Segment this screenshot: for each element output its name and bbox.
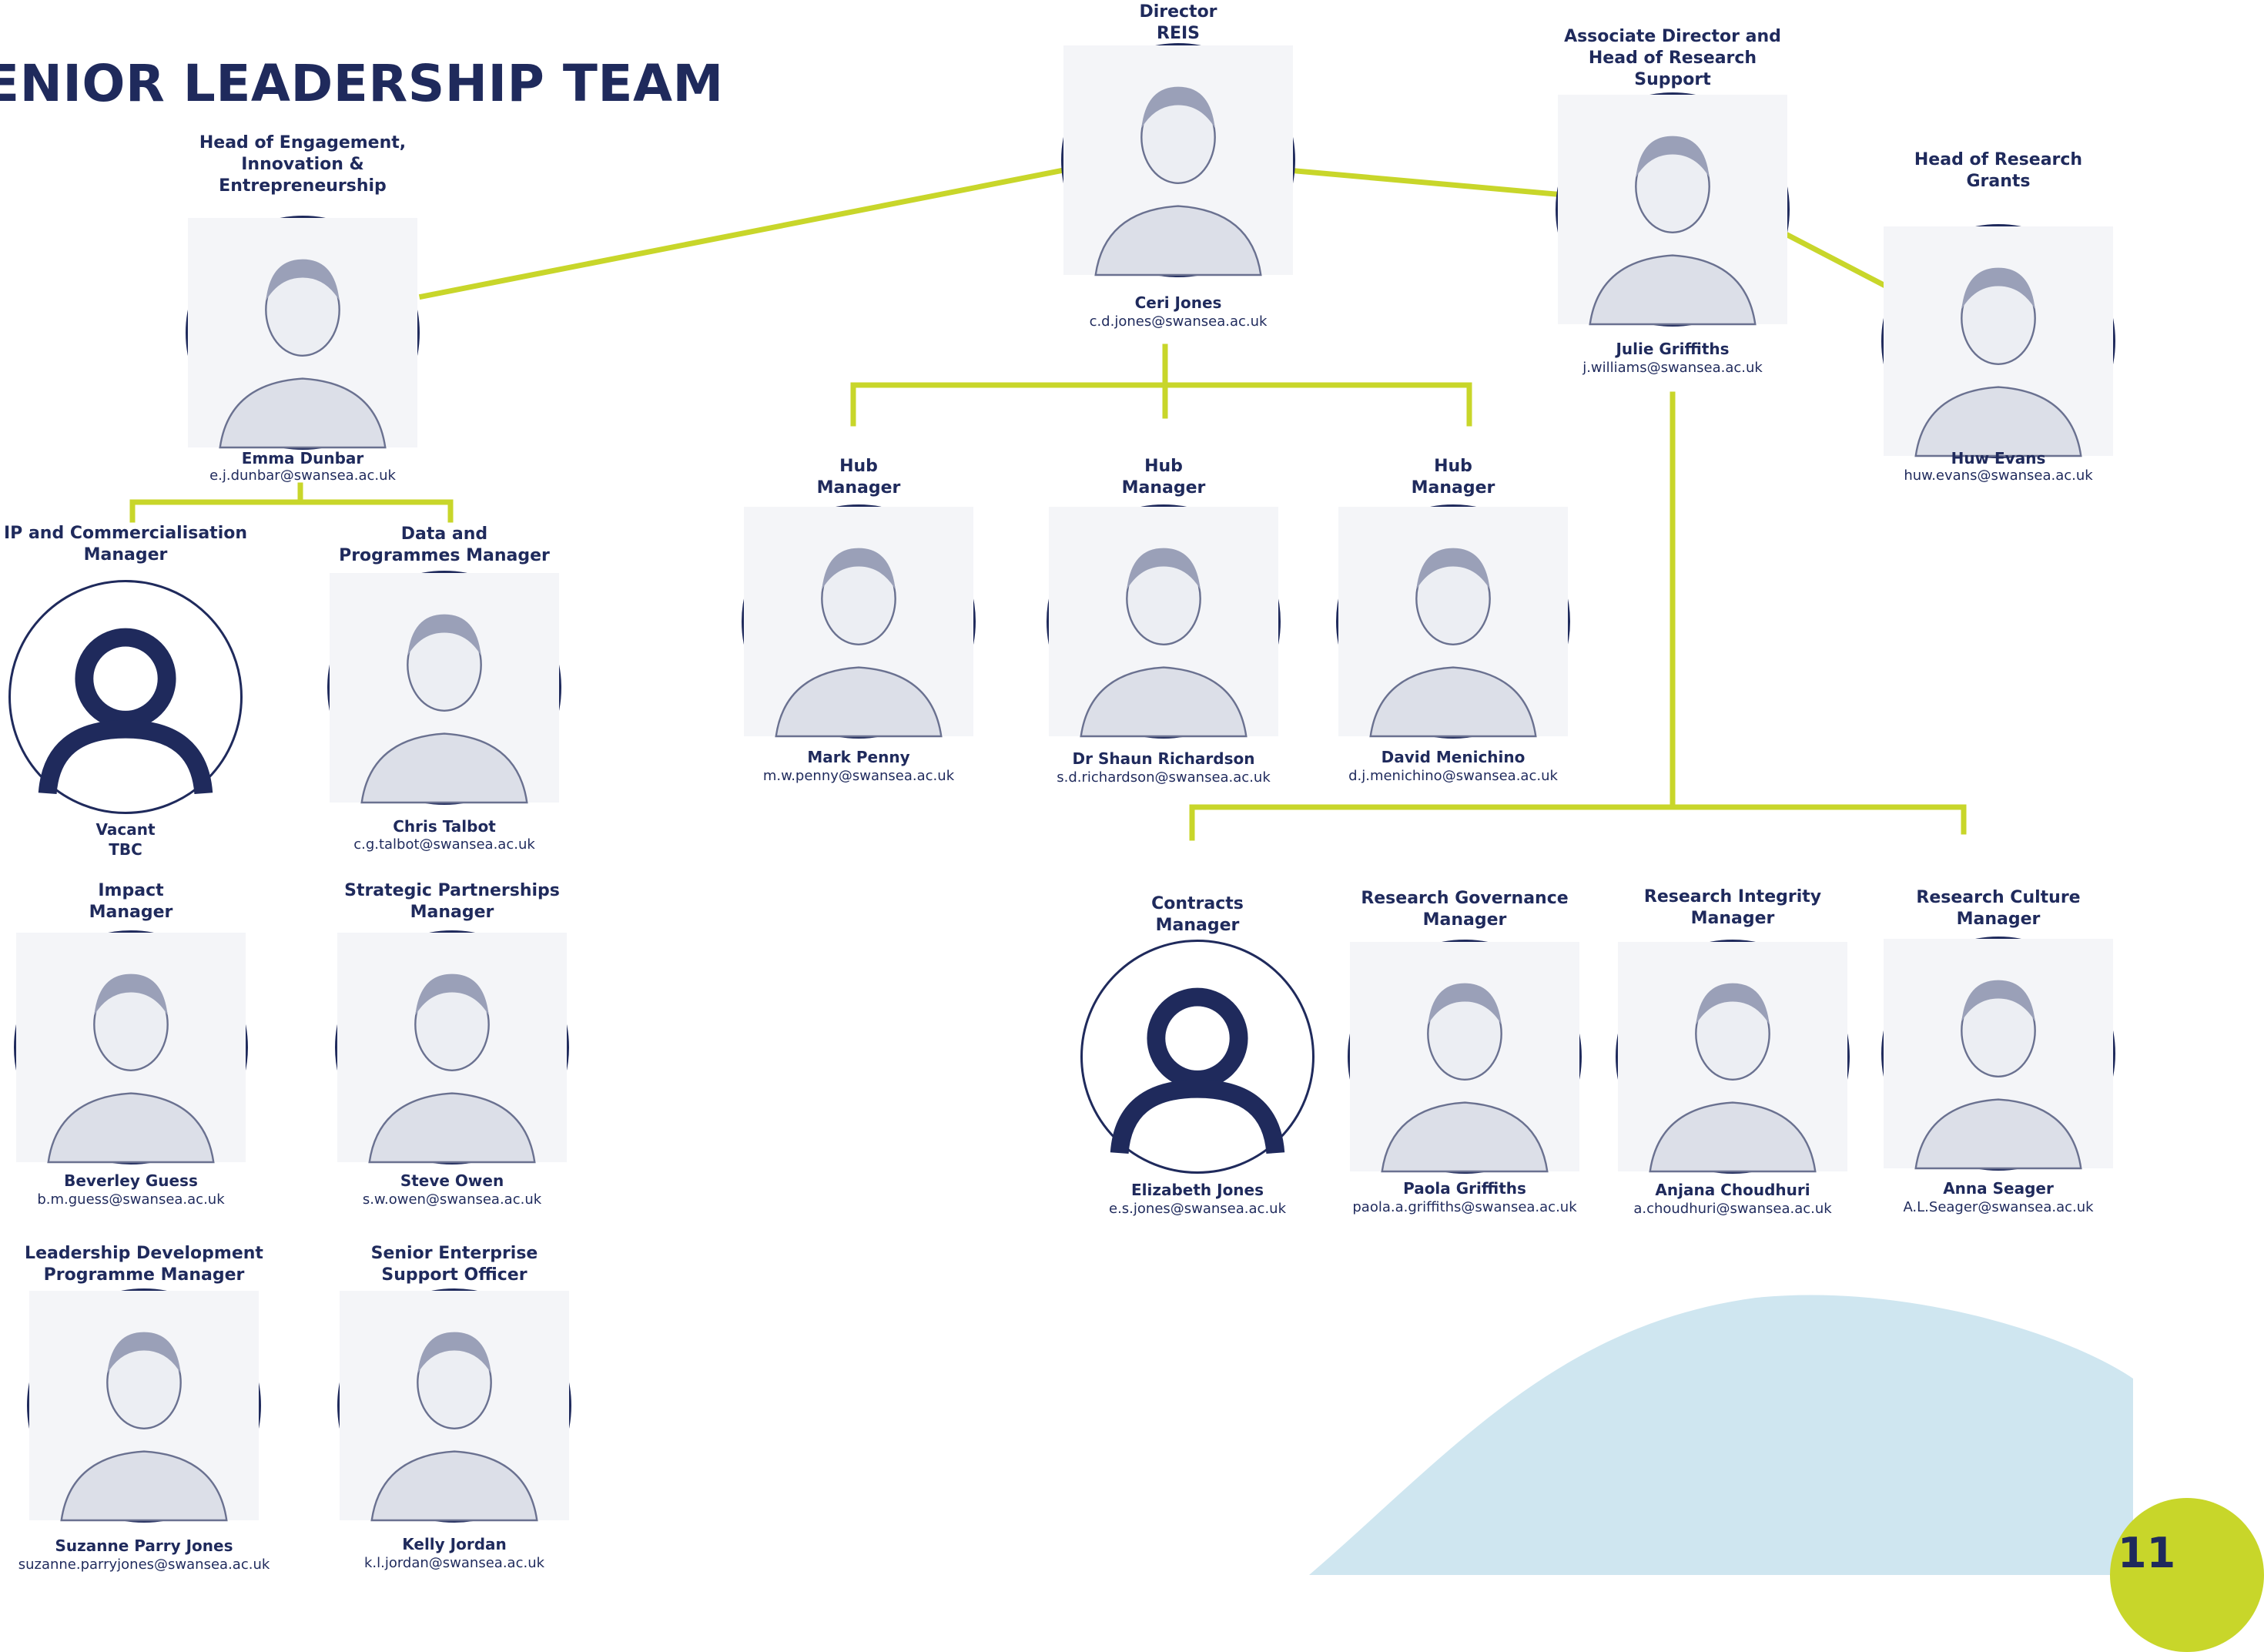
role-title: Research Governance Manager <box>1361 889 1569 930</box>
role-title: Senior Enterprise Support Officer <box>370 1244 538 1285</box>
blue-wave-shape <box>1309 1295 2133 1575</box>
role-title: Contracts Manager <box>1151 894 1244 935</box>
portrait-photo <box>1348 940 1582 1174</box>
email-link[interactable]: a.choudhuri@swansea.ac.uk <box>1633 1201 1832 1217</box>
person-name: Ceri Jones <box>1134 293 1222 312</box>
email-link[interactable]: s.d.richardson@swansea.ac.uk <box>1057 769 1271 786</box>
person-name: Julie Griffiths <box>1616 340 1730 358</box>
vacant-person-icon <box>1080 940 1315 1174</box>
email-link[interactable]: suzanne.parryjones@swansea.ac.uk <box>18 1556 270 1573</box>
email-link[interactable]: m.w.penny@swansea.ac.uk <box>762 768 955 784</box>
connector-lines <box>129 167 1967 841</box>
person-name: Paola Griffiths <box>1403 1179 1526 1198</box>
person-name: Emma Dunbar <box>241 449 364 467</box>
portrait-photo <box>1556 92 1790 327</box>
portrait-photo <box>27 1288 261 1523</box>
portrait-photo <box>337 1288 571 1523</box>
role-title: IP and Commercialisation Manager <box>3 524 248 565</box>
role-title: Leadership Development Programme Manager <box>25 1244 263 1285</box>
email-link[interactable]: s.w.owen@swansea.ac.uk <box>362 1191 542 1208</box>
vacant-person-icon <box>8 580 243 814</box>
email-link[interactable]: c.d.jones@swansea.ac.uk <box>1089 313 1268 330</box>
portrait-photo <box>1047 504 1281 739</box>
email-link[interactable]: e.s.jones@swansea.ac.uk <box>1109 1201 1286 1217</box>
person-name: Anna Seager <box>1943 1179 2054 1198</box>
role-title: Hub Manager <box>816 457 901 498</box>
role-title: Research Integrity Manager <box>1643 887 1822 928</box>
role-title: Research Culture Manager <box>1916 888 2081 929</box>
email-link[interactable]: c.g.talbot@swansea.ac.uk <box>353 836 535 853</box>
role-title: Associate Director and Head of Research … <box>1564 27 1781 89</box>
person-name: Steve Owen <box>400 1171 504 1190</box>
portrait-photo <box>335 930 569 1164</box>
portrait-photo <box>327 571 561 805</box>
person-name: Vacant TBC <box>95 820 156 859</box>
role-title: Hub Manager <box>1411 457 1495 498</box>
email-link[interactable]: huw.evans@swansea.ac.uk <box>1904 467 2093 484</box>
role-title: Head of Research Grants <box>1914 150 2083 191</box>
person-name: Mark Penny <box>807 748 910 766</box>
portrait-photo <box>1881 937 2115 1171</box>
email-link[interactable]: b.m.guess@swansea.ac.uk <box>37 1191 225 1208</box>
connector-line <box>1785 232 1891 290</box>
portrait-photo <box>14 930 248 1164</box>
person-name: Beverley Guess <box>64 1171 198 1190</box>
role-title: Data and Programmes Manager <box>339 524 550 565</box>
email-link[interactable]: k.l.jordan@swansea.ac.uk <box>363 1555 545 1571</box>
role-title: Director REIS <box>1139 2 1217 43</box>
person-name: Kelly Jordan <box>402 1535 507 1553</box>
person-name: Anjana Choudhuri <box>1655 1181 1810 1199</box>
person-name: Elizabeth Jones <box>1130 1181 1264 1199</box>
portrait-photo <box>186 216 420 450</box>
role-title: Impact Manager <box>89 881 173 922</box>
portrait-photo <box>1881 224 2115 458</box>
person-name: David Menichino <box>1381 748 1526 766</box>
person-name: Chris Talbot <box>393 817 496 836</box>
email-link[interactable]: e.j.dunbar@swansea.ac.uk <box>209 467 396 484</box>
email-link[interactable]: j.williams@swansea.ac.uk <box>1582 360 1763 376</box>
email-link[interactable]: d.j.menichino@swansea.ac.uk <box>1348 768 1558 784</box>
role-title: Head of Engagement, Innovation & Entrepr… <box>199 133 407 196</box>
portrait-photo <box>742 504 976 739</box>
portrait-photo <box>1061 43 1295 277</box>
person-name: Huw Evans <box>1951 449 2046 467</box>
role-title: Hub Manager <box>1121 457 1206 498</box>
person-name: Suzanne Parry Jones <box>55 1536 233 1555</box>
background-wave <box>1309 1295 2133 1575</box>
connector-line <box>1293 168 1559 197</box>
person-name: Dr Shaun Richardson <box>1072 749 1255 768</box>
email-link[interactable]: A.L.Seager@swansea.ac.uk <box>1903 1199 2094 1215</box>
portrait-photo <box>1616 940 1850 1174</box>
email-link[interactable]: paola.a.griffiths@swansea.ac.uk <box>1352 1199 1577 1215</box>
page-title: ENIOR LEADERSHIP TEAM <box>0 54 724 113</box>
role-title: Strategic Partnerships Manager <box>344 881 560 922</box>
page-number: 11 <box>2110 1498 2264 1652</box>
connector-line <box>418 167 1063 300</box>
portrait-photo <box>1336 504 1570 739</box>
